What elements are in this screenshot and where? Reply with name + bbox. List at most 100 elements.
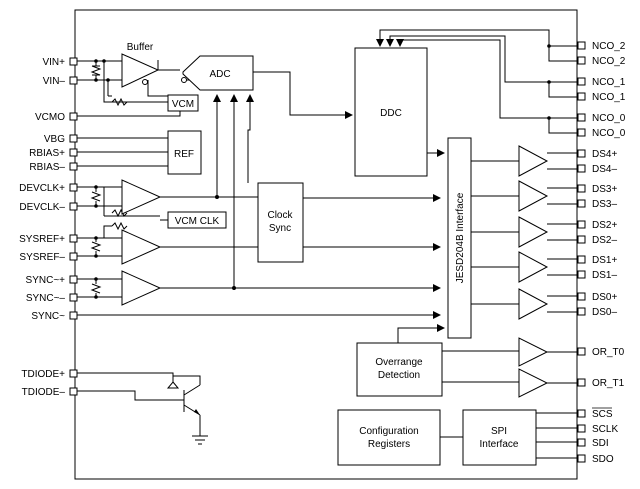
pin-or-t1: [577, 378, 586, 387]
spi-interface-block: [462, 409, 537, 466]
analog-input-path: Buffer VCM ADC: [77, 42, 353, 290]
pin-vbg: [69, 134, 78, 143]
or-t1-driver: [518, 368, 549, 398]
adc-block: [182, 55, 254, 91]
label-rbias-n: RBIAS–: [29, 162, 65, 173]
pin-ds1p: [577, 255, 586, 264]
label-ds4n: DS4–: [592, 164, 617, 175]
label-ds0p: DS0+: [592, 292, 617, 303]
config-spi-section: Configuration Registers SPI Interface: [337, 409, 578, 466]
label-vin-n: VIN–: [43, 76, 66, 87]
pin-sysref-p: [69, 234, 78, 243]
ds3-driver: [518, 180, 549, 212]
clock-sync-section: Clock Sync: [257, 182, 441, 263]
label-nco1b: NCO_1: [592, 92, 626, 103]
label-nco1a: NCO_1: [592, 77, 626, 88]
pin-ds4p: [577, 149, 586, 158]
pin-ds2p: [577, 220, 586, 229]
ddc-label: DDC: [380, 108, 402, 119]
label-ds1p: DS1+: [592, 255, 617, 266]
overrange-label-2: Detection: [378, 370, 420, 381]
config-registers-block: [337, 409, 441, 466]
pin-devclk-n: [69, 202, 78, 211]
buffer-label: Buffer: [127, 42, 154, 53]
ddc-block: [354, 47, 428, 177]
label-nco0b: NCO_0: [592, 128, 626, 139]
label-nco2b: NCO_2: [592, 56, 626, 67]
label-sysref-p: SYSREF+: [19, 234, 65, 245]
pin-nco1a: [577, 77, 586, 86]
pin-sdo: [577, 454, 586, 463]
label-tdiode-n: TDIODE–: [22, 387, 66, 398]
pin-ds0n: [577, 307, 586, 316]
adc-label: ADC: [209, 69, 230, 80]
pin-devclk-p: [69, 183, 78, 192]
pin-nco0b: [577, 128, 586, 137]
ref-label: REF: [174, 149, 194, 160]
pin-ds3n: [577, 199, 586, 208]
label-vcmo: VCMO: [35, 112, 65, 123]
label-scs: SCS: [592, 409, 613, 420]
pin-ds0p: [577, 292, 586, 301]
label-ds2p: DS2+: [592, 220, 617, 231]
pin-vin-n: [69, 76, 78, 85]
pin-or-t0: [577, 347, 586, 356]
label-ds3n: DS3–: [592, 199, 617, 210]
label-sdo: SDO: [592, 454, 614, 465]
pin-scs: [577, 409, 586, 418]
ds4-driver: [518, 145, 549, 177]
label-nco0a: NCO_0: [592, 113, 626, 124]
label-sysref-n: SYSREF–: [19, 252, 65, 263]
pin-rbias-p: [69, 148, 78, 157]
ref-section: REF: [77, 130, 202, 175]
clock-sync-label-1: Clock: [267, 210, 293, 221]
label-sdi: SDI: [592, 438, 609, 449]
spi-label-2: Interface: [480, 439, 519, 450]
right-pins: [577, 41, 586, 463]
label-rbias-p: RBIAS+: [29, 148, 65, 159]
sync-path: [77, 270, 441, 319]
ds0-driver: [518, 288, 549, 320]
label-sclk: SCLK: [592, 424, 618, 435]
pin-rbias-n: [69, 162, 78, 171]
pin-sync-p: [69, 275, 78, 284]
pin-nco0a: [577, 113, 586, 122]
label-vbg: VBG: [44, 134, 65, 145]
jesd-label: JESD204B Interface: [455, 192, 466, 283]
clock-sync-block: [257, 182, 304, 263]
label-ds1n: DS1–: [592, 270, 617, 281]
sysref-amp: [121, 229, 162, 265]
pin-sclk: [577, 424, 586, 433]
sysref-path: [77, 221, 258, 265]
label-ds2n: DS2–: [592, 235, 617, 246]
sync-amp: [121, 270, 162, 306]
chip-outline: [74, 9, 578, 480]
label-sync-n: SYNC~–: [26, 293, 66, 304]
pin-tdiode-p: [69, 369, 78, 378]
buffer-amp: [121, 53, 160, 88]
pin-sync-n: [69, 293, 78, 302]
pin-vcmo: [69, 112, 78, 121]
tdiode-section: [77, 372, 208, 445]
overrange-label-1: Overrange: [375, 357, 423, 368]
config-label-2: Registers: [368, 439, 410, 450]
config-label-1: Configuration: [359, 426, 418, 437]
pin-sdi: [577, 438, 586, 447]
ddc-section: DDC: [354, 29, 578, 177]
label-vin-p: VIN+: [42, 57, 65, 68]
pin-nco2b: [577, 56, 586, 65]
label-or-t0: OR_T0: [592, 347, 625, 358]
left-pin-labels: VIN+ VIN– VCMO VBG RBIAS+ RBIAS– DEVCLK+…: [19, 57, 65, 398]
jesd-block: [447, 137, 472, 339]
overrange-block: [356, 342, 443, 397]
pin-vin-p: [69, 57, 78, 66]
pin-ds3p: [577, 184, 586, 193]
vcm-label: VCM: [172, 99, 194, 110]
spi-label-1: SPI: [491, 426, 507, 437]
label-sync: SYNC~: [31, 311, 65, 322]
vcm-block: [167, 94, 199, 112]
label-ds4p: DS4+: [592, 149, 617, 160]
label-sync-p: SYNC~+: [26, 275, 66, 286]
label-devclk-n: DEVCLK–: [19, 202, 65, 213]
label-devclk-p: DEVCLK+: [19, 183, 65, 194]
